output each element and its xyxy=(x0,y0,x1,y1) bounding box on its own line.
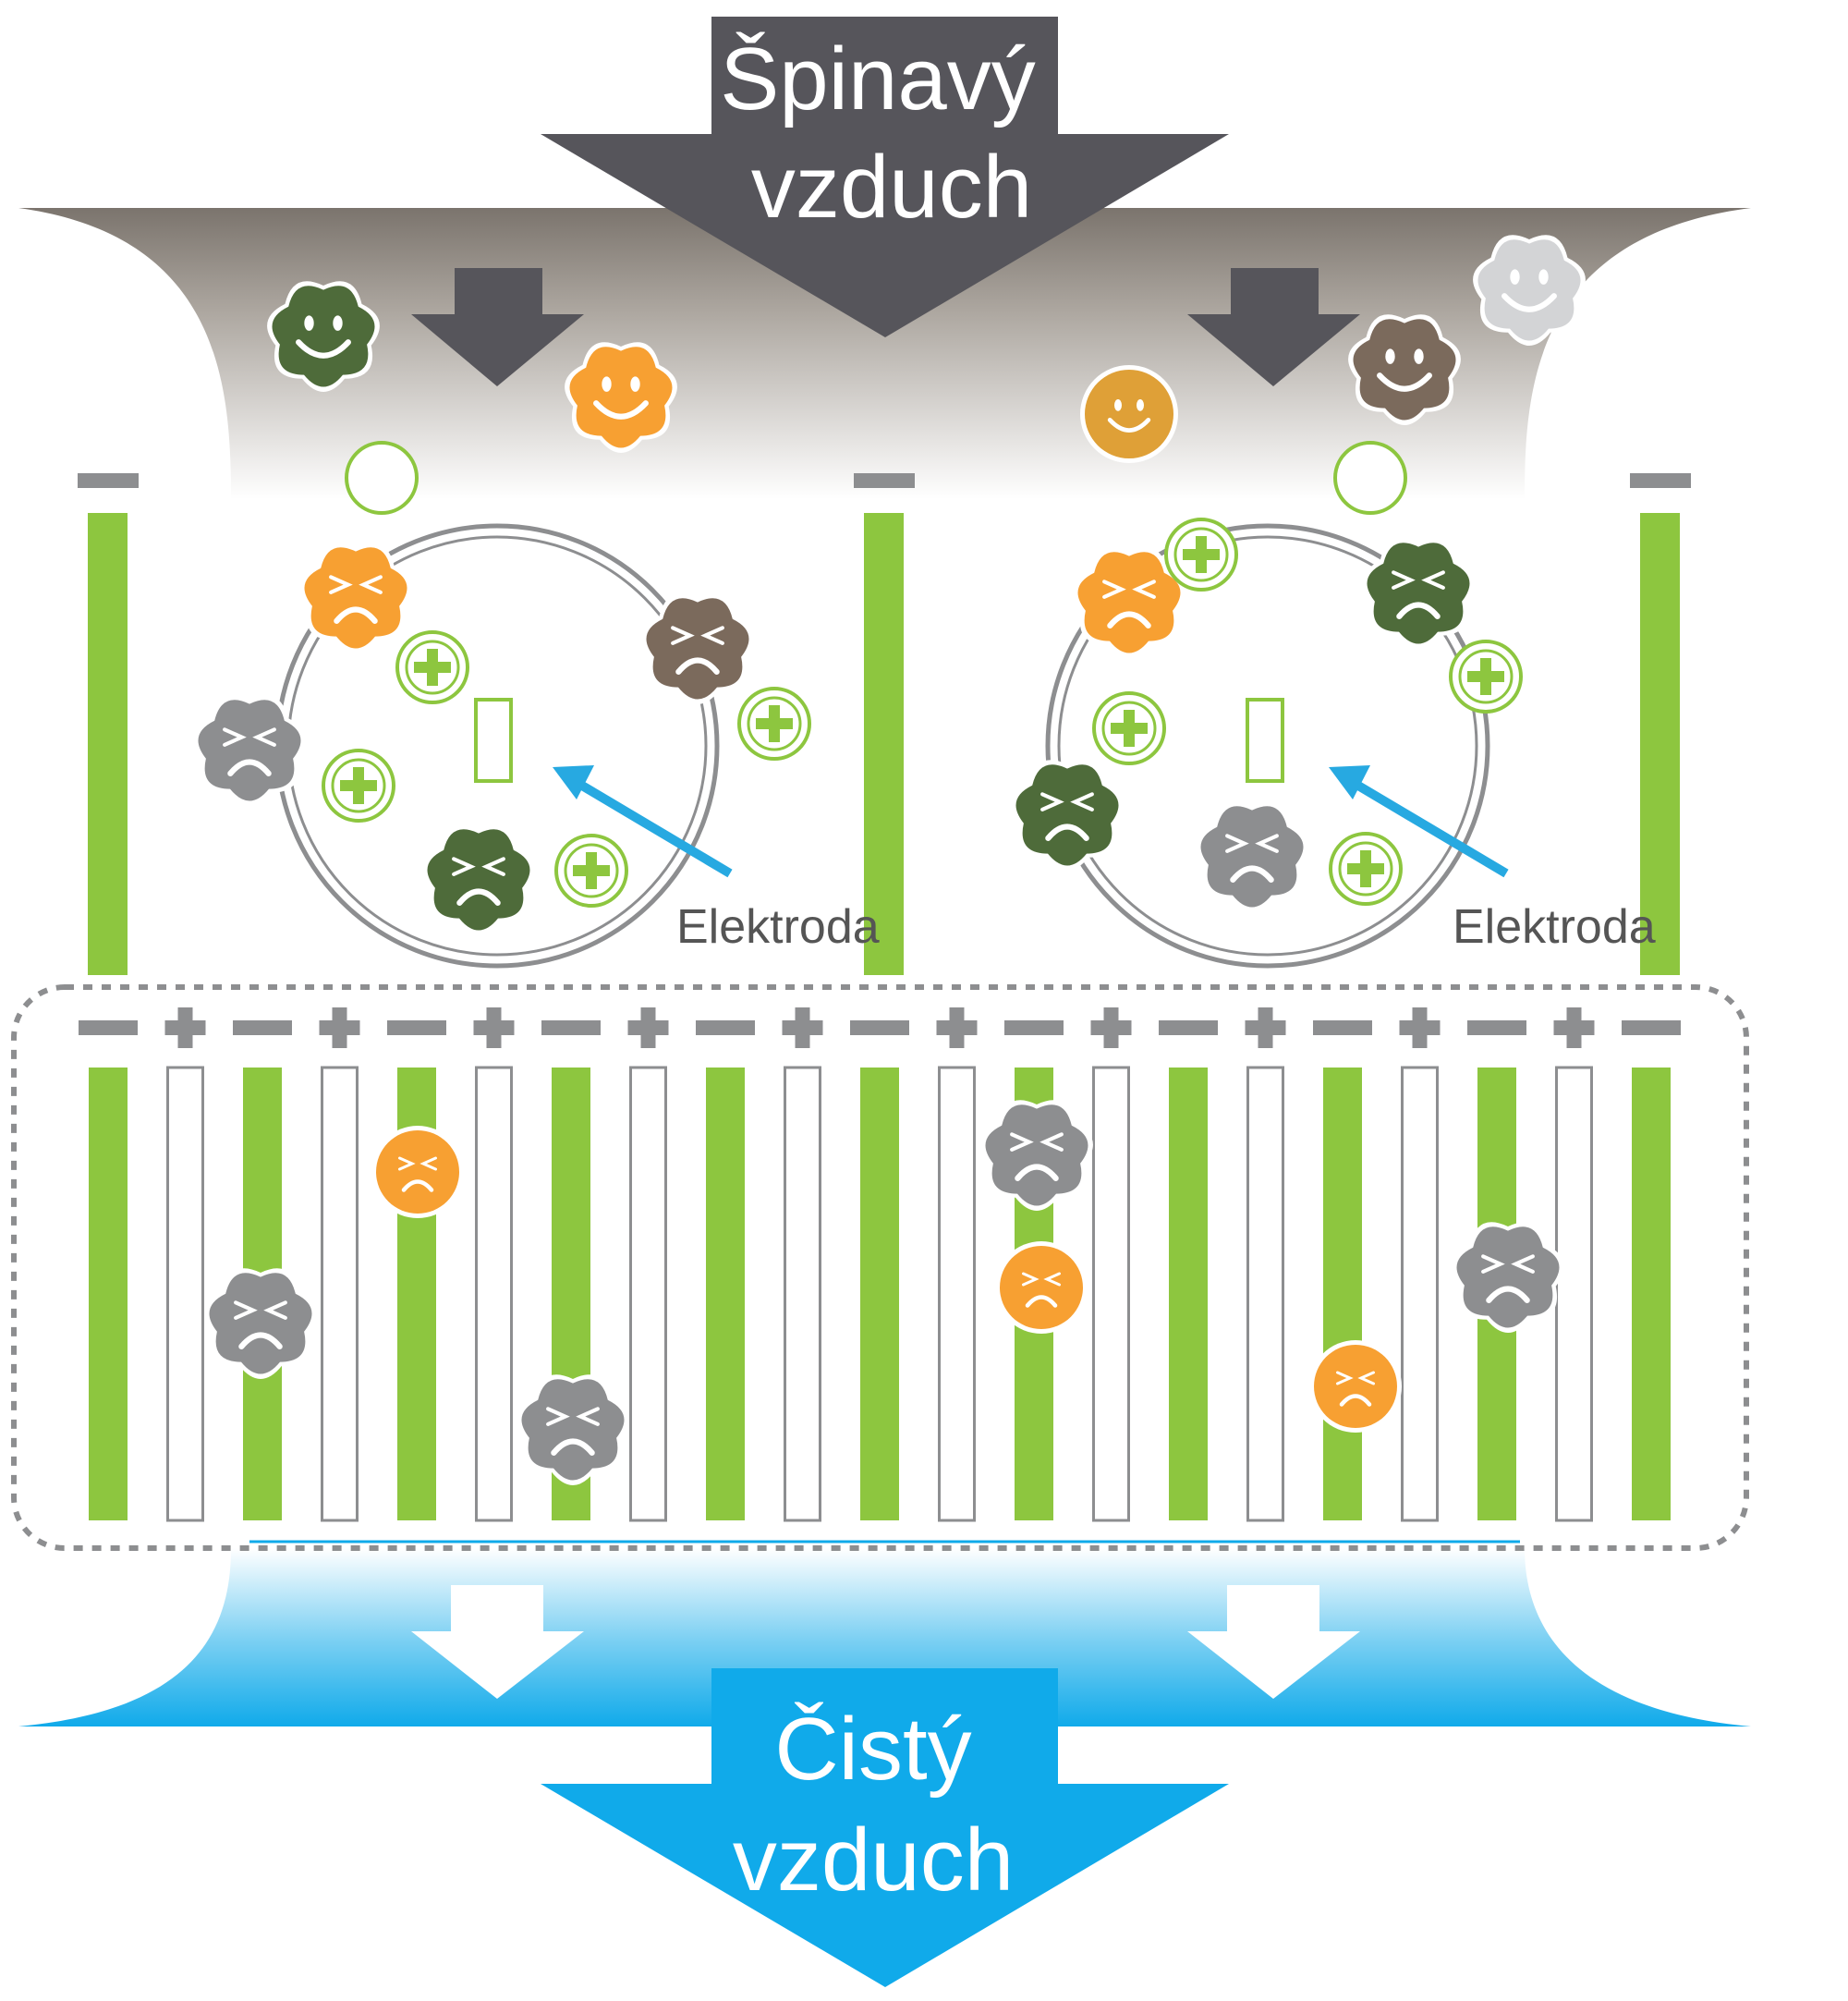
collector-plate-charged xyxy=(1555,1066,1593,1522)
happy-particle xyxy=(1348,314,1461,425)
sad-particle xyxy=(641,593,754,704)
sad-particle xyxy=(1011,760,1124,871)
particles xyxy=(193,235,1586,1485)
plus-sign xyxy=(782,1007,823,1048)
plus-sign xyxy=(1090,1007,1132,1048)
sad-particle xyxy=(1309,1340,1402,1433)
happy-particle xyxy=(1473,235,1586,346)
ionizer-plate xyxy=(1640,513,1680,975)
clean-air-label-line2: vzduch xyxy=(733,1811,1014,1909)
minus-sign xyxy=(541,1020,601,1035)
ionizer-plate xyxy=(864,513,904,975)
positive-ion xyxy=(322,749,395,823)
minus-sign xyxy=(854,473,915,488)
ion-ring xyxy=(345,441,419,515)
sad-particle xyxy=(1196,801,1308,912)
collector-plate-grounded xyxy=(1323,1068,1362,1520)
collector-plate-charged xyxy=(938,1066,976,1522)
clean-air-arrow: Čistý vzduch xyxy=(541,1668,1229,1987)
happy-particle xyxy=(1080,365,1178,463)
minus-sign xyxy=(1313,1020,1372,1035)
dirty-air-label-line1: Špinavý xyxy=(720,30,1036,128)
outflow-arrow-right xyxy=(1187,1585,1360,1699)
collector-plate-charged xyxy=(166,1066,204,1522)
collector-plate-grounded xyxy=(706,1068,745,1520)
minus-sign xyxy=(1467,1020,1526,1035)
electrode-pointer-right xyxy=(1329,765,1509,878)
positive-ion xyxy=(1164,518,1238,592)
flow-arrow-right xyxy=(1187,268,1360,386)
collector-plate-charged xyxy=(629,1066,667,1522)
plus-sign xyxy=(1245,1007,1286,1048)
collector-box xyxy=(11,984,1749,1551)
plus-sign xyxy=(1399,1007,1441,1048)
collector-plate-grounded xyxy=(1632,1068,1671,1520)
ion-ring xyxy=(1333,441,1407,515)
flow-arrow-left xyxy=(411,268,584,386)
happy-particle xyxy=(267,281,380,392)
plus-sign xyxy=(936,1007,978,1048)
clean-air-label-line1: Čistý xyxy=(774,1700,971,1799)
sad-particle xyxy=(980,1100,1093,1211)
collector-plate-charged xyxy=(321,1066,359,1522)
electrode-label-right: Elektroda xyxy=(1453,900,1656,954)
minus-sign xyxy=(387,1020,446,1035)
minus-sign xyxy=(1004,1020,1064,1035)
electrode-right xyxy=(1246,698,1284,783)
ionizer-plate xyxy=(88,513,128,975)
plus-sign xyxy=(319,1007,360,1048)
electrode-pointer-left xyxy=(553,765,733,878)
minus-sign xyxy=(1630,473,1691,488)
sad-particle xyxy=(1073,547,1185,658)
sad-particle xyxy=(371,1126,464,1218)
minus-sign xyxy=(78,473,139,488)
outflow-arrow-left xyxy=(411,1585,584,1699)
plus-sign xyxy=(627,1007,669,1048)
plus-sign xyxy=(164,1007,206,1048)
collector-plates xyxy=(79,1007,1681,1522)
positive-ion xyxy=(554,834,628,908)
collector-plate-grounded xyxy=(860,1068,899,1520)
minus-sign xyxy=(696,1020,755,1035)
collector-plate-grounded xyxy=(1169,1068,1208,1520)
dirty-air-arrow: Špinavý vzduch xyxy=(541,17,1229,337)
sad-particle xyxy=(422,824,535,935)
minus-sign xyxy=(1622,1020,1681,1035)
collector-plate-charged xyxy=(1246,1066,1284,1522)
collector-plate-charged xyxy=(784,1066,821,1522)
positive-ion xyxy=(1329,832,1403,906)
sad-particle xyxy=(193,695,306,806)
collector-plate-charged xyxy=(1092,1066,1130,1522)
electrode-label-left: Elektroda xyxy=(676,900,880,954)
sad-particle xyxy=(995,1241,1088,1334)
collector-plate-grounded xyxy=(89,1068,128,1520)
electrode-left xyxy=(474,698,513,783)
sad-particle xyxy=(517,1374,629,1485)
sad-particle xyxy=(299,543,412,653)
collector-plate-charged xyxy=(1401,1066,1439,1522)
positive-ion xyxy=(737,687,811,761)
ionization-field-right xyxy=(1045,523,1490,969)
collector-plate-charged xyxy=(475,1066,513,1522)
sad-particle xyxy=(204,1268,317,1379)
sad-particle xyxy=(1362,538,1475,649)
plus-sign xyxy=(473,1007,515,1048)
minus-sign xyxy=(79,1020,138,1035)
minus-sign xyxy=(850,1020,909,1035)
positive-ion xyxy=(395,630,469,704)
positive-ion xyxy=(1092,691,1166,765)
minus-sign xyxy=(233,1020,292,1035)
dirty-air-label-line2: vzduch xyxy=(751,138,1032,237)
positive-ion xyxy=(1449,640,1523,714)
happy-particle xyxy=(565,342,677,453)
ionizer-plates xyxy=(78,473,1691,975)
sad-particle xyxy=(1452,1222,1564,1333)
minus-sign xyxy=(1159,1020,1218,1035)
plus-sign xyxy=(1553,1007,1595,1048)
